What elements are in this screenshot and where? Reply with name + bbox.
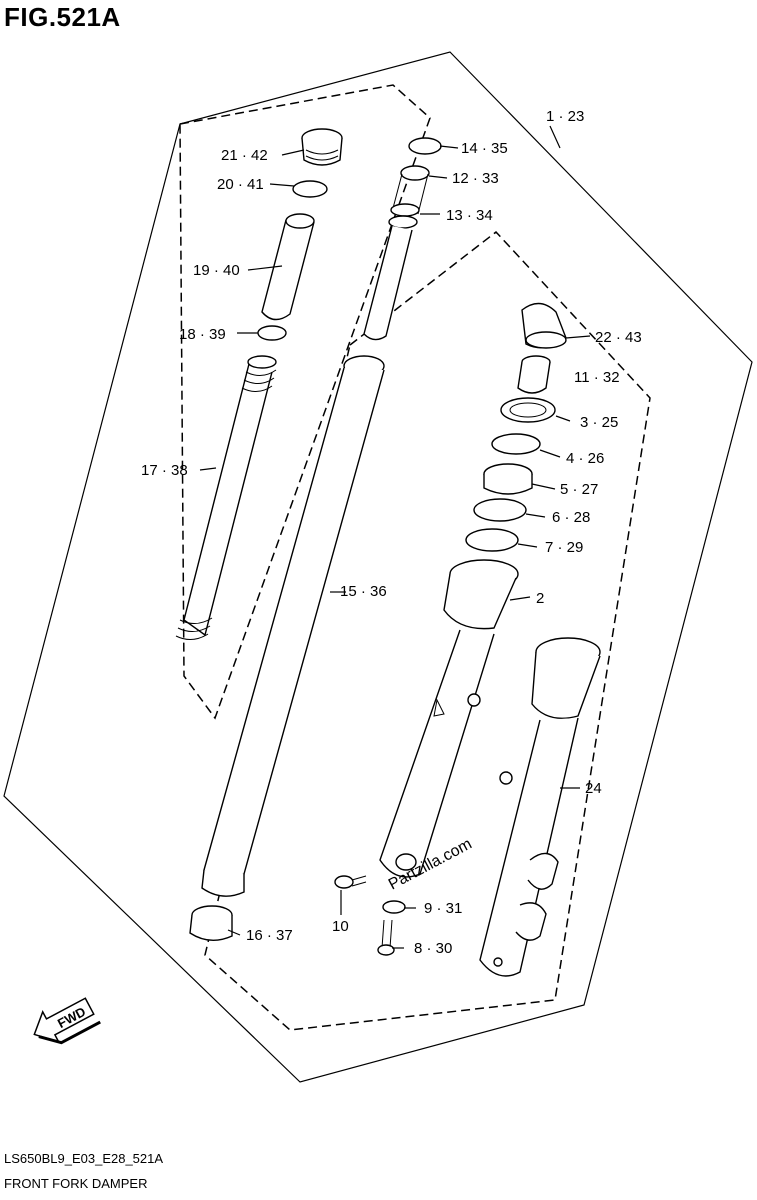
label-part-18: 18 · 39: [179, 326, 226, 343]
part-8-drain-bolt[interactable]: [377, 919, 395, 956]
part-18-washer[interactable]: [257, 325, 287, 341]
part-3-oil-seal[interactable]: [500, 397, 556, 423]
part-22-dust-seal[interactable]: [521, 302, 567, 349]
part-4-snap-ring[interactable]: [491, 433, 541, 455]
label-part-17: 17 · 38: [141, 462, 188, 479]
label-part-19: 19 · 40: [193, 262, 240, 279]
label-part-9: 9 · 31: [424, 900, 462, 917]
part-17-spring[interactable]: [175, 355, 277, 640]
part-15-inner-tube[interactable]: [201, 355, 385, 897]
part-13-piston-ring[interactable]: [388, 203, 420, 229]
label-part-21: 21 · 42: [221, 147, 268, 164]
part-14-ring[interactable]: [408, 137, 442, 155]
part-10-bolt[interactable]: [334, 875, 367, 889]
label-part-1: 1 · 23: [546, 108, 584, 125]
part-20-o-ring[interactable]: [292, 180, 328, 198]
label-part-6: 6 · 28: [552, 509, 590, 526]
label-part-7: 7 · 29: [545, 539, 583, 556]
damper-rod: [363, 225, 413, 341]
part-5-slide-metal[interactable]: [483, 463, 533, 495]
label-part-11: 11 · 32: [574, 369, 620, 386]
label-part-20: 20 · 41: [217, 176, 264, 193]
label-part-22: 22 · 43: [595, 329, 642, 346]
label-part-10: 10: [332, 918, 349, 935]
label-part-16: 16 · 37: [246, 927, 293, 944]
part-6-ring[interactable]: [473, 498, 527, 522]
fwd-arrow-label: FWD: [55, 1004, 88, 1031]
figure-name: FRONT FORK DAMPER: [4, 1176, 148, 1191]
label-part-12: 12 · 33: [452, 170, 499, 187]
label-part-3: 3 · 25: [580, 414, 618, 431]
label-part-2: 2: [536, 590, 544, 607]
part-11-bushing[interactable]: [517, 355, 551, 394]
label-part-5: 5 · 27: [560, 481, 598, 498]
label-part-24: 24: [585, 780, 602, 797]
label-part-13: 13 · 34: [446, 207, 493, 224]
part-21-cap-bolt[interactable]: [301, 128, 343, 166]
part-12-rod-piece[interactable]: [391, 165, 430, 215]
part-16-bushing[interactable]: [189, 905, 233, 941]
label-part-14: 14 · 35: [461, 140, 508, 157]
label-part-15: 15 · 36: [340, 583, 387, 600]
part-2-outer-tube[interactable]: [379, 559, 519, 878]
fwd-arrow-icon: FWD: [33, 997, 101, 1045]
label-part-8: 8 · 30: [414, 940, 452, 957]
part-24-outer-tube[interactable]: [479, 637, 601, 977]
figure-title: FIG.521A: [4, 2, 121, 32]
part-9-gasket[interactable]: [382, 900, 406, 914]
part-19-spacer[interactable]: [261, 213, 315, 321]
label-part-4: 4 · 26: [566, 450, 604, 467]
figure-code: LS650BL9_E03_E28_521A: [4, 1151, 164, 1166]
tube-group-outline: [204, 230, 651, 1031]
leader-lines: [199, 125, 591, 949]
part-7-washer[interactable]: [465, 528, 519, 552]
assembly-outline: [3, 51, 753, 1083]
